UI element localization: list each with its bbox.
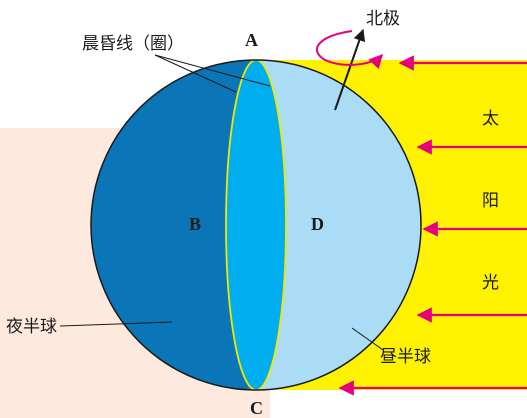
point-d-label: D [311,214,324,234]
point-b-label: B [189,214,201,234]
day-hemisphere-label: 昼半球 [380,347,431,367]
north-pole-label: 北极 [366,9,400,29]
terminator-label: 晨昏线（圈） [82,34,184,54]
rotation-arrow [317,31,382,65]
sunlight-label-char: 光 [482,273,499,293]
sunlight-label-char: 太 [482,109,499,129]
point-a-label: A [245,30,258,50]
night-hemisphere-label: 夜半球 [6,317,57,337]
point-c-label: C [250,398,263,418]
sunlight-label-char: 阳 [482,191,499,211]
